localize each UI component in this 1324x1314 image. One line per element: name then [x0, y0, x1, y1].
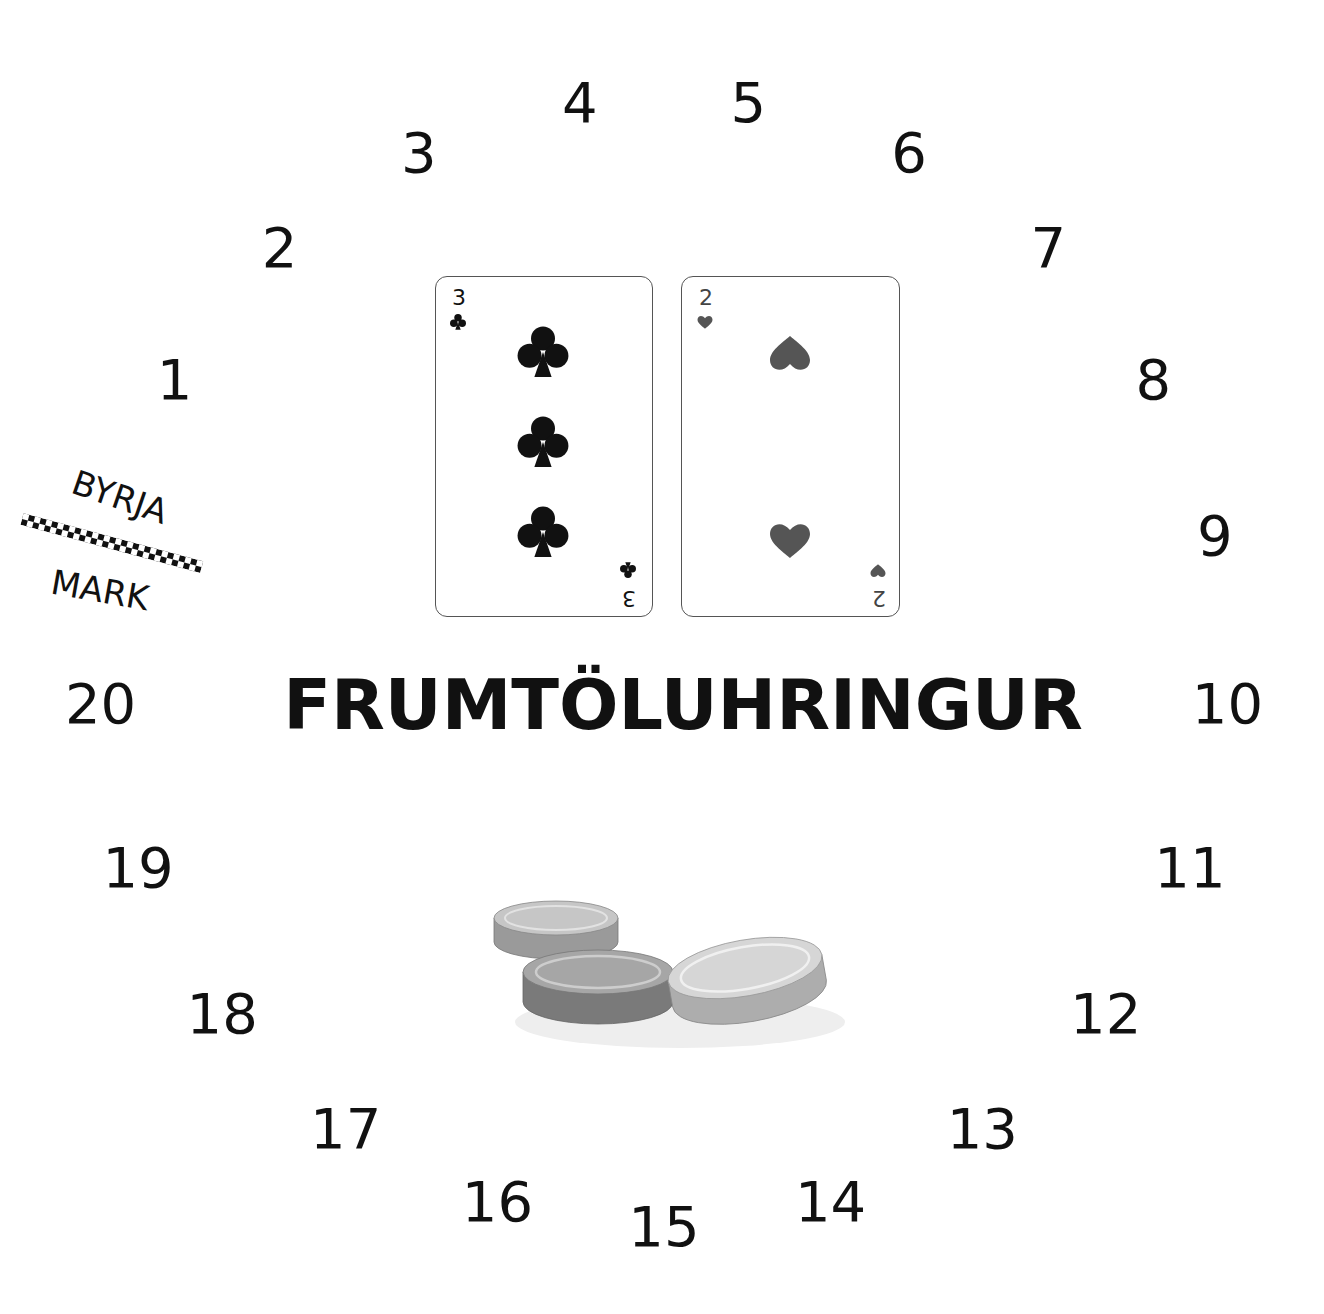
space-shape: [99, 899, 342, 1140]
space-number: 17: [310, 1101, 381, 1157]
board-space: 1: [55, 253, 297, 491]
space-number: 15: [628, 1199, 699, 1255]
space-shape: [28, 767, 254, 988]
board-space: 7: [928, 121, 1176, 369]
board-space: 19: [26, 765, 257, 990]
start-label: BYRJA: [68, 465, 172, 529]
heart-pips: [698, 316, 886, 577]
space-shape: [381, 1088, 593, 1307]
space-number: 5: [730, 75, 766, 131]
card-index: 3: [452, 287, 466, 309]
board-space: 13: [867, 1006, 1110, 1251]
club-pips: [450, 314, 636, 578]
board-space: 5: [661, 8, 858, 213]
start-label: MARK: [49, 565, 152, 616]
space-shape: [869, 1009, 1107, 1250]
space-shape: [567, 1130, 761, 1314]
space-number: 19: [102, 840, 173, 896]
space-number: 4: [562, 75, 598, 131]
space-number: 18: [187, 986, 258, 1042]
start-space: BYRJA MARK: [11, 421, 225, 628]
space-number: 7: [1030, 220, 1066, 276]
board-space: 4: [469, 8, 666, 213]
space-shape: [664, 10, 856, 210]
board-space: 16: [379, 1086, 596, 1309]
space-number: 11: [1154, 840, 1225, 896]
space-number: 13: [947, 1101, 1018, 1157]
space-shape: [734, 1088, 946, 1307]
board-space: 18: [97, 896, 344, 1142]
space-number: 12: [1070, 986, 1141, 1042]
space-shape: [930, 123, 1173, 367]
board-space: 11: [1071, 765, 1302, 990]
space-shape: [14, 424, 224, 627]
board-space: 20: [10, 611, 205, 809]
space-number: 3: [401, 125, 437, 181]
board-space: 10: [1123, 611, 1318, 809]
space-shape: [1074, 767, 1300, 988]
space-number: 16: [462, 1174, 533, 1230]
board-space: 3: [294, 36, 526, 273]
playing-card: 22: [681, 276, 900, 617]
card-index: 2: [699, 287, 713, 309]
board-space: 15: [564, 1127, 763, 1314]
space-shape: [472, 10, 664, 210]
space-shape: [12, 613, 203, 807]
card-index: 3: [622, 587, 636, 609]
space-shape: [986, 899, 1229, 1140]
board-space: 14: [732, 1086, 949, 1309]
space-shape: [297, 39, 525, 271]
space-number: 6: [891, 125, 927, 181]
playing-card: 33: [435, 276, 653, 617]
board-space: 8: [1031, 253, 1273, 491]
space-shape: [1104, 424, 1314, 627]
space-number: 20: [65, 676, 136, 732]
board-space: 17: [218, 1006, 461, 1251]
space-shape: [1034, 255, 1271, 489]
space-shape: [1125, 613, 1316, 807]
space-number: 9: [1197, 508, 1233, 564]
space-number: 14: [795, 1174, 866, 1230]
space-shape: [803, 39, 1031, 271]
game-title: FRUMTÖLUHRINGUR: [283, 670, 1083, 740]
space-shape: [154, 123, 397, 367]
space-number: 1: [157, 352, 193, 408]
coins: [494, 901, 845, 1048]
board-space: 9: [1102, 421, 1316, 628]
board-space: 2: [152, 121, 400, 369]
space-number: 8: [1135, 352, 1171, 408]
space-shape: [57, 255, 294, 489]
space-shape: [221, 1009, 459, 1250]
space-number: 2: [262, 220, 298, 276]
space-number: 10: [1192, 676, 1263, 732]
board-space: 12: [983, 896, 1230, 1142]
finish-line: [20, 513, 203, 573]
board-space: 6: [801, 36, 1033, 273]
card-index: 2: [872, 587, 886, 609]
